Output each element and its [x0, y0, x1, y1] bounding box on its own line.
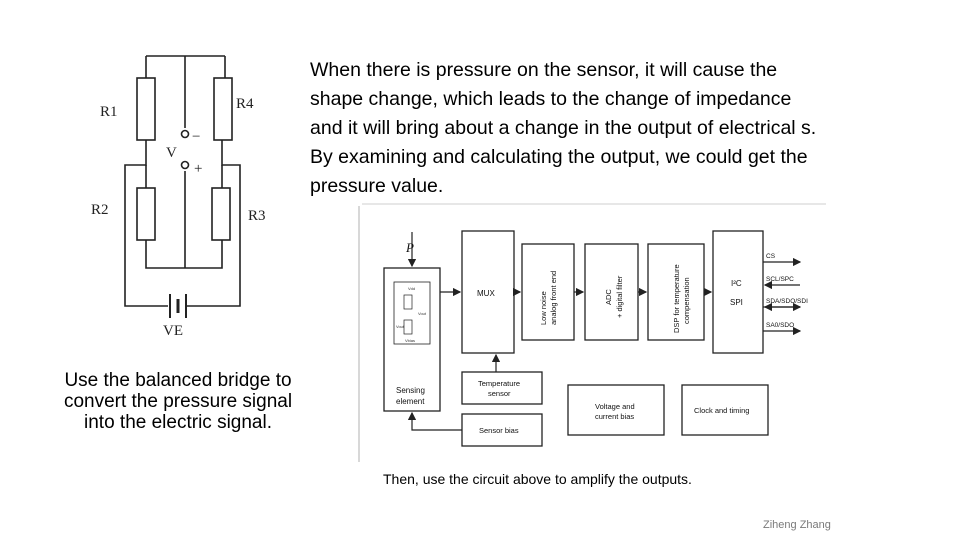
- spi-label: SPI: [730, 298, 743, 307]
- bridge-left-wire: [124, 140, 147, 178]
- label-r2: R2: [91, 202, 109, 218]
- mux-block: [461, 230, 515, 354]
- main-line-4: By examining and calculating the output,…: [310, 146, 808, 168]
- label-ve: VE: [163, 323, 183, 339]
- bridge-right-wire: [221, 140, 241, 178]
- sensing-element-block: [383, 267, 441, 412]
- terminal-plus: [180, 160, 190, 170]
- author-name: Ziheng Zhang: [763, 519, 831, 531]
- pin-cs: CS: [766, 253, 776, 260]
- clock-timing-label: Clock and timing: [694, 406, 749, 415]
- inner-bridge-label-2: Vout: [418, 311, 427, 316]
- inner-bridge-box: [393, 281, 431, 345]
- resistor-r1: [136, 77, 156, 141]
- label-r4: R4: [236, 96, 254, 112]
- pin-scl-spc: SCL/SPC: [766, 276, 794, 283]
- mux-label: MUX: [477, 289, 495, 298]
- low-noise-block: [521, 243, 575, 341]
- dsp-block: [647, 243, 705, 341]
- main-line-5: pressure value.: [310, 175, 444, 197]
- label-plus: +: [194, 161, 202, 177]
- main-line-1: When there is pressure on the sensor, it…: [310, 59, 778, 81]
- label-v: V: [166, 145, 177, 161]
- resistor-r2: [136, 187, 156, 241]
- dsp-label-1: DSP for temperature: [672, 264, 681, 333]
- main-line-3: and it will bring about a change in the …: [310, 117, 817, 139]
- resistor-r3: [211, 187, 231, 241]
- adc-label-2: + digital filter: [615, 275, 624, 318]
- left-caption: Use the balanced bridge to convert the p…: [38, 370, 318, 433]
- main-line-2: shape change, which leads to the change …: [310, 88, 792, 110]
- voltage-bias-label-2: current bias: [595, 412, 634, 421]
- pin-sa0-sdo: SA0/SDO: [766, 322, 794, 329]
- inner-bridge-label-4: Vbias: [405, 338, 415, 343]
- sensing-element-label-1: Sensing: [396, 386, 425, 395]
- low-noise-label-2: analog front end: [549, 271, 558, 325]
- label-r3: R3: [248, 208, 266, 224]
- bottom-caption: Then, use the circuit above to amplify t…: [383, 471, 692, 487]
- low-noise-label-1: Low noise: [539, 291, 548, 325]
- interface-block: [712, 230, 764, 354]
- temperature-sensor-block: [461, 371, 543, 405]
- bridge-top-wire: [145, 55, 226, 78]
- temp-sensor-label-2: sensor: [488, 389, 511, 398]
- clock-timing-block: [681, 384, 769, 436]
- pin-sda-sdo-sdi: SDA/SDO/SDI: [766, 298, 808, 305]
- temp-sensor-label-1: Temperature: [478, 379, 520, 388]
- bridge-outer-loop: [124, 178, 241, 307]
- sensor-bias-block: [461, 413, 543, 447]
- voltage-bias-block: [567, 384, 665, 436]
- resistor-r4: [213, 77, 233, 141]
- label-r1: R1: [100, 104, 118, 120]
- left-caption-line-1: Use the balanced bridge to: [64, 370, 292, 391]
- sensor-bias-label: Sensor bias: [479, 426, 519, 435]
- terminal-minus: [180, 129, 190, 139]
- adc-block: [584, 243, 639, 341]
- left-caption-line-2: convert the pressure signal: [63, 391, 293, 412]
- inner-bridge-label-1: Vdd: [408, 286, 415, 291]
- battery-symbol: [169, 294, 187, 318]
- adc-label-1: ADC: [604, 289, 613, 305]
- main-paragraph: When there is pressure on the sensor, it…: [310, 56, 930, 201]
- label-minus: −: [192, 129, 200, 145]
- left-caption-line-3: into the electric signal.: [84, 412, 272, 433]
- voltage-bias-label-1: Voltage and: [595, 402, 635, 411]
- inner-bridge-label-3: Vout: [396, 324, 405, 329]
- dsp-label-2: compensation: [682, 277, 691, 324]
- pressure-label: P: [405, 240, 414, 255]
- i2c-label: I²C: [731, 279, 742, 288]
- sensing-element-label-2: element: [396, 397, 425, 406]
